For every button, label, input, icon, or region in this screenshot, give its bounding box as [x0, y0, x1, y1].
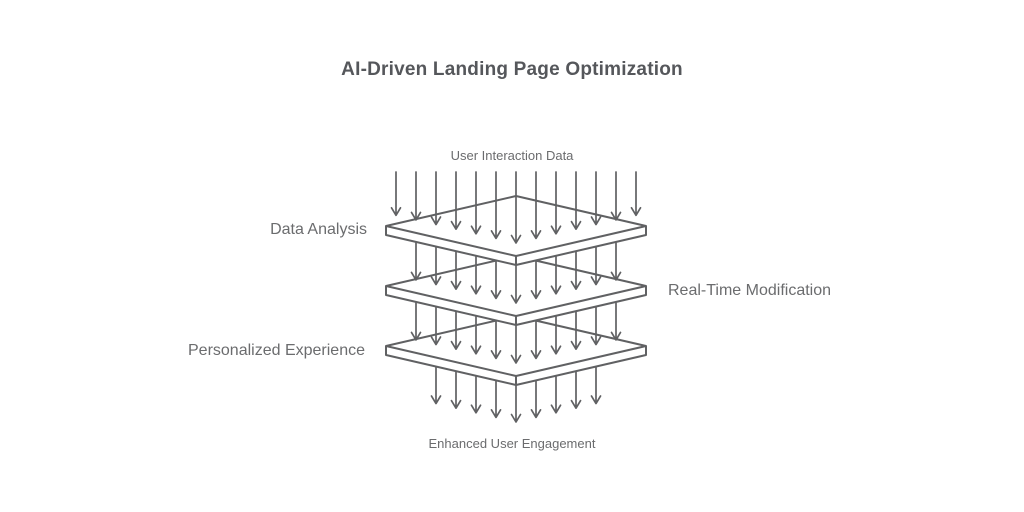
flow-arrow-row3 — [450, 371, 462, 410]
flow-arrow-row2 — [610, 302, 622, 341]
flow-arrow-row0 — [450, 171, 462, 231]
flow-arrow-row1 — [590, 246, 602, 286]
flow-arrow-row3 — [490, 380, 502, 419]
flow-arrow-row0 — [530, 171, 542, 240]
flow-arrow-row2 — [450, 311, 462, 351]
flow-arrow-row2 — [550, 315, 562, 355]
flow-arrow-row1 — [410, 242, 422, 281]
flow-arrow-row1 — [510, 265, 522, 304]
flow-arrow-row0 — [430, 171, 442, 226]
flow-arrow-row0 — [510, 171, 522, 244]
flow-arrow-row3 — [570, 371, 582, 410]
output-flow-label: Enhanced User Engagement — [428, 436, 596, 451]
flow-arrow-row3 — [550, 375, 562, 414]
flow-arrow-row0 — [630, 171, 642, 217]
flow-arrow-row3 — [590, 366, 602, 405]
flow-arrow-row2 — [470, 315, 482, 355]
flow-arrow-row1 — [570, 251, 582, 291]
input-flow-label: User Interaction Data — [450, 148, 574, 163]
page-title: AI-Driven Landing Page Optimization — [341, 59, 683, 80]
flow-arrow-row0 — [470, 171, 482, 235]
flow-arrow-row2 — [570, 311, 582, 351]
flow-arrow-row0 — [410, 171, 422, 221]
layer-label-real-time-modification: Real-Time Modification — [668, 282, 832, 299]
flow-arrow-row2 — [530, 320, 542, 360]
layer-label-data-analysis: Data Analysis — [270, 221, 367, 238]
flow-arrow-row0 — [490, 171, 502, 240]
flow-arrow-row2 — [490, 320, 502, 360]
flow-arrow-row2 — [590, 306, 602, 346]
flow-arrow-row0 — [550, 171, 562, 235]
flow-arrow-row0 — [590, 171, 602, 226]
flow-arrow-row1 — [430, 246, 442, 286]
layer-label-personalized-experience: Personalized Experience — [188, 342, 365, 359]
flow-arrow-row1 — [550, 255, 562, 295]
flow-arrow-row1 — [470, 255, 482, 295]
flow-arrow-row2 — [410, 302, 422, 341]
flow-arrow-row0 — [390, 171, 402, 217]
flow-arrow-row0 — [610, 171, 622, 221]
flow-arrow-row2 — [510, 325, 522, 364]
flow-arrow-row2 — [430, 306, 442, 346]
flow-arrow-row1 — [490, 260, 502, 300]
flow-arrow-row3 — [510, 385, 522, 423]
flow-arrow-row3 — [470, 375, 482, 414]
flow-arrow-row3 — [530, 380, 542, 419]
flow-arrow-row0 — [570, 171, 582, 231]
flow-arrow-row1 — [530, 260, 542, 300]
flow-arrow-row1 — [450, 251, 462, 291]
flow-arrow-row3 — [430, 366, 442, 405]
flow-arrow-row1 — [610, 242, 622, 281]
